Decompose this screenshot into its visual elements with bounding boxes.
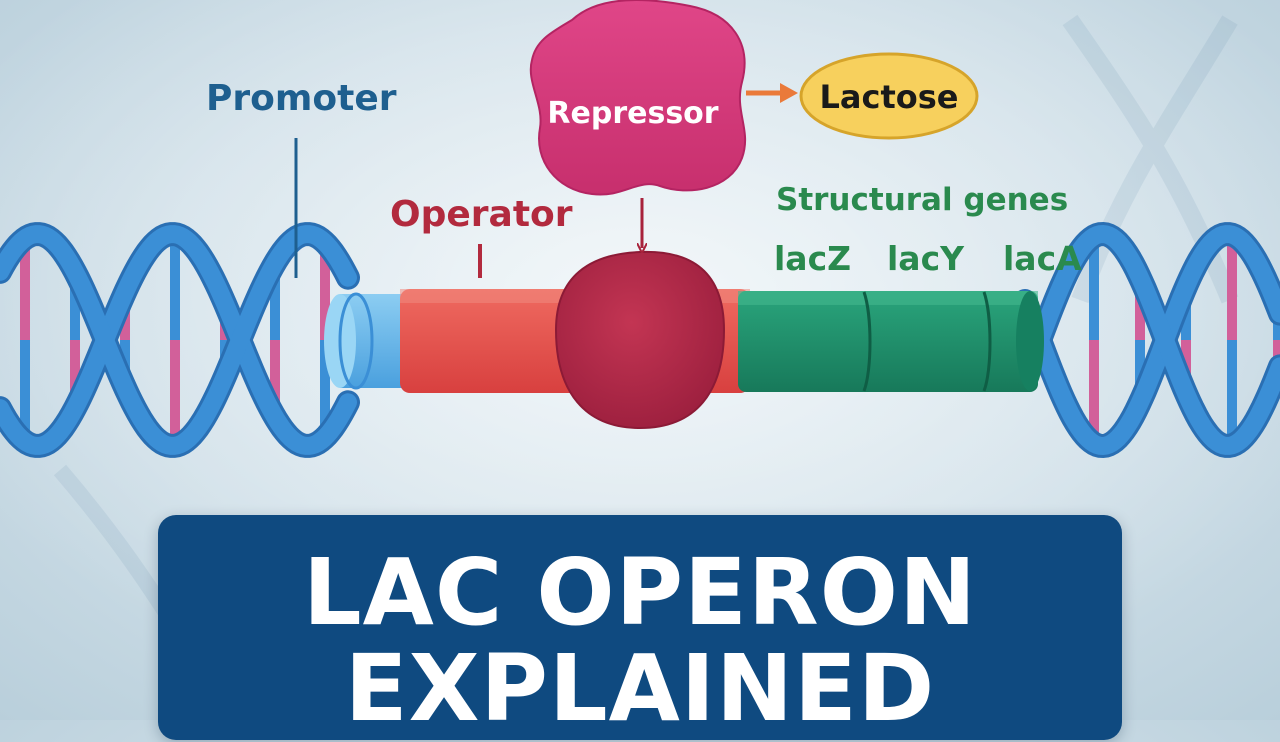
structural-genes-label: Structural genes — [776, 182, 1068, 218]
base-pair-half — [20, 244, 30, 340]
gene-label-lacz: lacZ — [774, 239, 851, 278]
promoter-label: Promoter — [206, 78, 397, 119]
title-banner: LAC OPERON EXPLAINED — [158, 515, 1122, 740]
operator-label: Operator — [390, 194, 573, 235]
dna-strand — [0, 225, 357, 455]
repressor-label: Repressor — [547, 96, 718, 131]
base-pair-half — [1227, 240, 1237, 340]
dna-backbone — [0, 221, 1280, 459]
base-pair-half — [1135, 283, 1145, 340]
base-pair-half — [1089, 340, 1099, 438]
title-line-1: LAC OPERON — [303, 539, 977, 646]
base-pair-half — [320, 340, 330, 432]
lactose-molecule: Lactose — [799, 52, 979, 140]
title-line-2: EXPLAINED — [344, 635, 936, 742]
base-pair-half — [320, 248, 330, 340]
base-pair-half — [270, 268, 280, 340]
base-pair-half — [1135, 340, 1145, 397]
lactose-arrow — [746, 83, 798, 103]
dna-strand — [1016, 225, 1280, 456]
bound-repressor — [554, 250, 726, 430]
base-pair-half — [70, 277, 80, 340]
repressor-protein: Repressor — [529, 0, 747, 196]
base-pair-half — [1227, 340, 1237, 440]
gene-label-lacy: lacY — [887, 239, 965, 278]
base-pair-half — [270, 340, 280, 412]
gene-label-laca: lacA — [1003, 239, 1082, 278]
base-pair-half — [1273, 340, 1280, 366]
gene-divider — [982, 291, 992, 392]
lactose-label: Lactose — [820, 78, 959, 116]
base-pair-half — [1089, 242, 1099, 340]
base-pair-half — [1273, 314, 1280, 340]
base-pair-half — [170, 340, 180, 440]
base-pair-half — [170, 240, 180, 340]
dna-strand — [1016, 224, 1280, 455]
base-pair-half — [20, 340, 30, 436]
dna-strand — [0, 225, 357, 455]
structural-genes-segment — [738, 291, 1044, 392]
base-pair-half — [70, 340, 80, 403]
gene-divider — [862, 291, 872, 392]
